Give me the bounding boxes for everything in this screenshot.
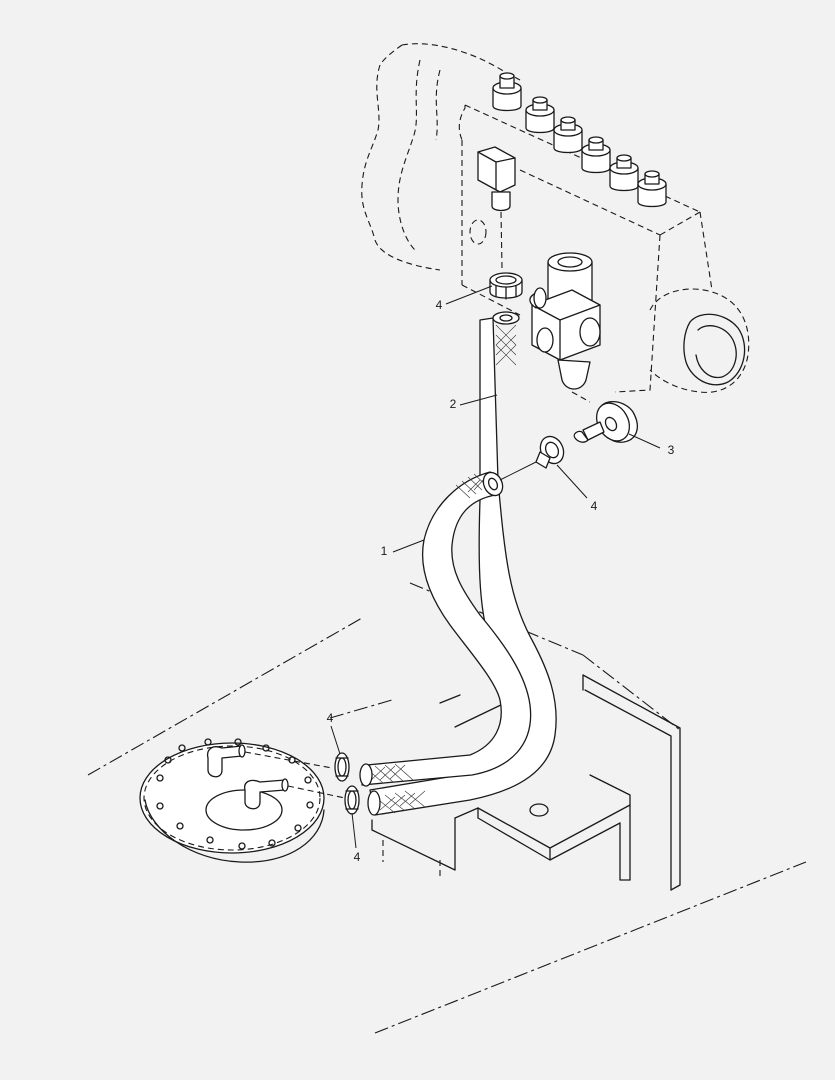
tank-bracket <box>371 674 681 891</box>
hose-supply <box>369 311 557 816</box>
hose-ends <box>359 459 541 816</box>
callout-leaders <box>330 285 661 849</box>
tank-elbow-pipe-supply <box>244 778 346 810</box>
tank-sender-flange <box>139 738 346 863</box>
callout-hose-supply: 2 <box>450 397 457 411</box>
callout-banjo-bolt: 3 <box>668 443 675 457</box>
delivery-valves <box>492 72 667 208</box>
hose-clamp-lower-1 <box>334 752 350 782</box>
flange-bolt-holes <box>156 738 314 850</box>
callout-clamp-low-lower: 4 <box>354 850 361 864</box>
feed-pump-valve <box>529 252 601 403</box>
pump-inlet-fitting <box>477 146 516 269</box>
callout-clamp-mid: 4 <box>591 499 598 513</box>
tank-elbow-pipe-return <box>206 744 333 778</box>
hose-return <box>361 471 532 786</box>
callout-hose-return: 1 <box>381 544 388 558</box>
banjo-bolt <box>573 401 638 443</box>
callout-labels: 4 2 3 4 1 4 4 <box>327 298 675 864</box>
callout-clamp-top: 4 <box>436 298 443 312</box>
hose-clamp-top <box>489 272 523 300</box>
hose-clamp-mid <box>535 435 565 469</box>
hose-clamp-lower-2 <box>344 785 360 815</box>
callout-clamp-low-upper: 4 <box>327 711 334 725</box>
